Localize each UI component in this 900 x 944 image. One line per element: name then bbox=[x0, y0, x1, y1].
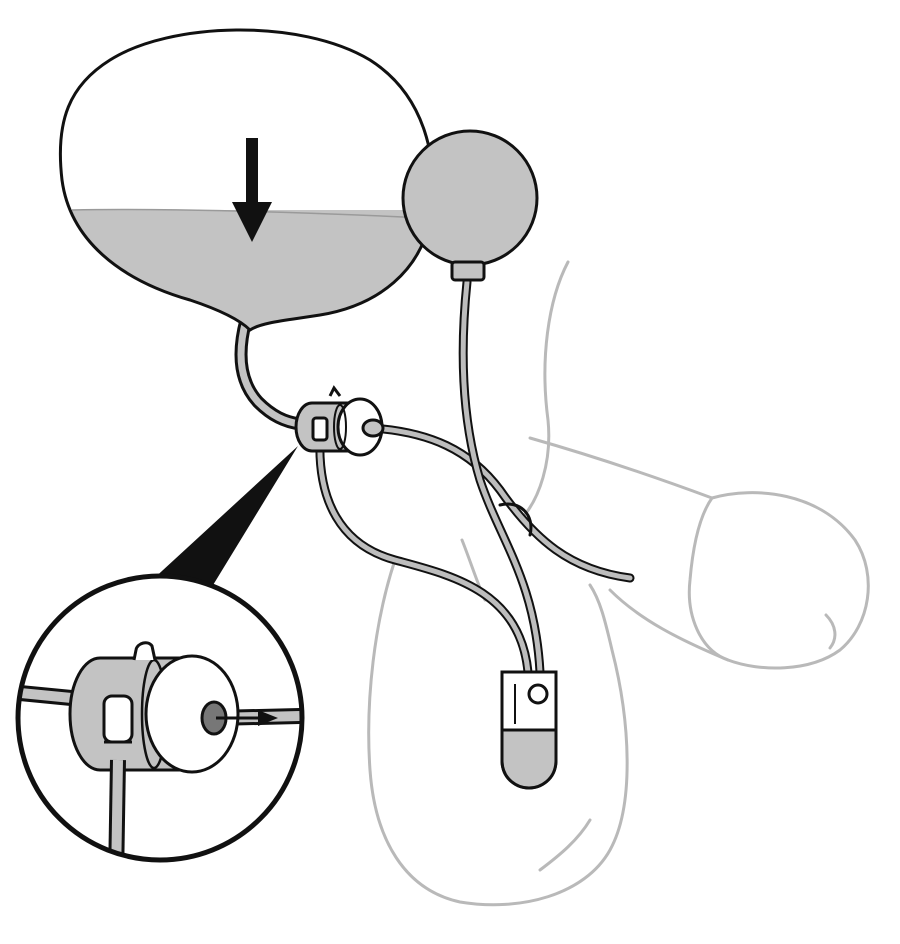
pump-button bbox=[527, 683, 549, 705]
scrotum-fold bbox=[538, 818, 592, 872]
glans-meatus bbox=[824, 613, 837, 650]
tube-loop bbox=[498, 502, 533, 537]
magnifier-pointer bbox=[150, 446, 298, 590]
pressure-balloon bbox=[401, 129, 539, 282]
glans bbox=[687, 491, 870, 670]
bladder bbox=[58, 28, 435, 332]
body-edge bbox=[518, 260, 570, 522]
balloon-connector bbox=[450, 260, 486, 282]
shaft-lower-line bbox=[608, 588, 730, 662]
control-pump bbox=[500, 670, 558, 790]
scrotum bbox=[367, 558, 629, 907]
cuff-port bbox=[311, 416, 329, 442]
fill-arrow bbox=[232, 138, 272, 242]
tubing bbox=[234, 277, 635, 677]
cuff-detail-magnifier bbox=[15, 573, 305, 863]
anatomy-outline bbox=[367, 260, 870, 907]
shaft-upper-line bbox=[528, 436, 714, 500]
cuff-tube bbox=[315, 435, 533, 677]
urethra-distal bbox=[367, 423, 635, 583]
cuff bbox=[294, 385, 385, 457]
